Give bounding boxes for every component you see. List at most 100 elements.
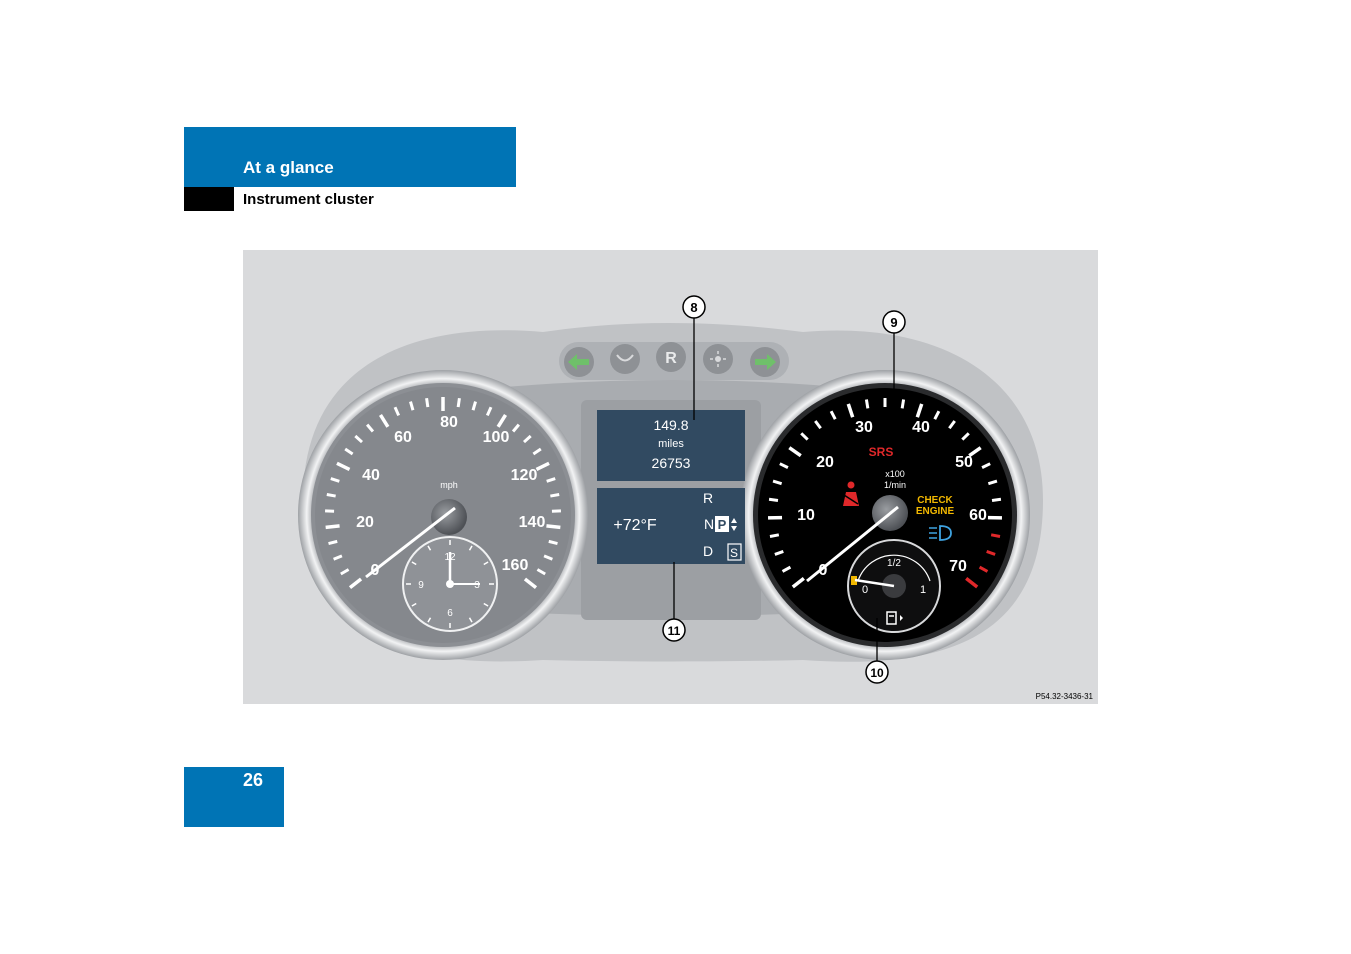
clock-tick (411, 602, 417, 607)
tick-mark (336, 461, 351, 471)
speed-label-140: 140 (519, 514, 546, 531)
tick-mark (485, 406, 493, 417)
callout-11: 11 (662, 562, 686, 642)
seatbelt-warning-icon (843, 481, 859, 506)
tick-mark (814, 420, 822, 430)
tick-mark (961, 432, 970, 441)
gear-r: R (703, 490, 713, 506)
header-bar (184, 127, 516, 187)
speed-label-40: 40 (362, 467, 380, 484)
tick-mark (344, 447, 354, 456)
tick-mark (366, 423, 375, 433)
gear-p-highlight (715, 516, 729, 532)
tick-mark (791, 577, 805, 589)
tick-mark (991, 497, 1002, 502)
section-title: At a glance (243, 158, 334, 177)
rpm-label-20: 20 (816, 454, 834, 471)
page-number-box (184, 767, 284, 827)
speedometer-ticks (325, 397, 561, 590)
tick-mark (378, 414, 390, 428)
speed-label-20: 20 (356, 514, 374, 531)
tick-mark (523, 577, 538, 590)
fuel-label-half: 1/2 (887, 558, 901, 569)
tick-mark (978, 565, 989, 573)
tick-mark (900, 399, 906, 409)
callout-8-label: 8 (690, 300, 697, 315)
tick-mark (532, 447, 542, 456)
tick-mark (965, 577, 979, 589)
clock-ticks (406, 540, 494, 628)
figure-code: P54.32-3436-31 (1036, 692, 1094, 701)
subsection-title: Instrument cluster (243, 191, 374, 208)
trip-unit: miles (658, 438, 684, 450)
odometer: 26753 (652, 455, 691, 471)
subsection-marker (184, 187, 234, 211)
tick-mark (546, 477, 556, 483)
tick-mark (774, 550, 784, 556)
rpm-label-70: 70 (949, 558, 967, 575)
clock-label-6: 6 (447, 608, 453, 619)
speedometer-gauge: 0 20 40 60 80 100 120 140 160 mph 12 3 6… (298, 370, 588, 660)
rpm-label-0: 0 (819, 562, 828, 579)
gear-d: D (703, 543, 713, 559)
gear-n: N (704, 516, 714, 532)
tick-mark (800, 432, 809, 441)
tick-mark (915, 403, 924, 418)
tick-mark (354, 434, 364, 444)
tick-mark (330, 477, 340, 483)
tick-mark (425, 397, 430, 408)
tick-mark (846, 403, 855, 418)
srs-warning: SRS (869, 445, 894, 459)
tick-mark (968, 446, 982, 458)
tachometer-ticks (767, 398, 1003, 589)
tick-mark (864, 399, 870, 409)
speed-label-100: 100 (483, 429, 510, 446)
tick-mark (981, 462, 991, 470)
tick-mark (326, 493, 336, 498)
clock-tick (427, 617, 432, 623)
tick-mark (456, 397, 461, 408)
clock-tick (411, 561, 417, 566)
rpm-label-40: 40 (912, 419, 930, 436)
clock-label-9: 9 (418, 580, 424, 591)
tick-mark (328, 539, 338, 546)
instrument-cluster-figure: R 0 20 40 60 80 100 120 140 160 mph 12 3… (243, 250, 1098, 704)
tick-mark (768, 497, 779, 502)
rpm-label-10: 10 (797, 507, 815, 524)
speed-needle (365, 506, 456, 579)
rpm-needle (806, 505, 899, 583)
tick-mark (522, 434, 532, 444)
tick-mark (990, 533, 1001, 538)
fuel-label-full: 1 (920, 584, 926, 596)
tick-mark (536, 568, 546, 576)
rpm-label-30: 30 (855, 419, 873, 436)
tick-mark (779, 462, 789, 470)
fuel-needle (854, 578, 895, 588)
rpm-unit-line1: x100 (885, 469, 905, 479)
speed-label-120: 120 (511, 467, 538, 484)
callout-10-label: 10 (870, 666, 884, 680)
tick-mark (471, 401, 477, 411)
tick-mark (788, 446, 802, 458)
speed-label-80: 80 (440, 414, 458, 431)
check-engine-line1: CHECK (917, 495, 953, 506)
drive-mode: S (730, 546, 738, 560)
clock-tick (468, 617, 473, 623)
clock-tick (483, 602, 489, 607)
tick-mark (933, 410, 941, 420)
low-beam-indicator-icon (610, 344, 640, 374)
fuel-pump-icon (886, 611, 903, 625)
multifunction-display-bottom: +72°F R N P D S (597, 488, 745, 564)
tick-mark (948, 420, 956, 430)
tick-mark (340, 568, 350, 576)
callout-8: 8 (682, 295, 706, 420)
gear-p: P (718, 517, 727, 532)
outside-temperature: +72°F (613, 517, 657, 534)
multifunction-display-top: 149.8 miles 26753 (597, 410, 745, 481)
speed-unit: mph (440, 480, 458, 490)
mode-box (727, 543, 742, 561)
speed-label-160: 160 (502, 557, 529, 574)
clock-tick (468, 545, 473, 551)
tick-mark (829, 410, 837, 420)
tick-mark (393, 406, 401, 417)
